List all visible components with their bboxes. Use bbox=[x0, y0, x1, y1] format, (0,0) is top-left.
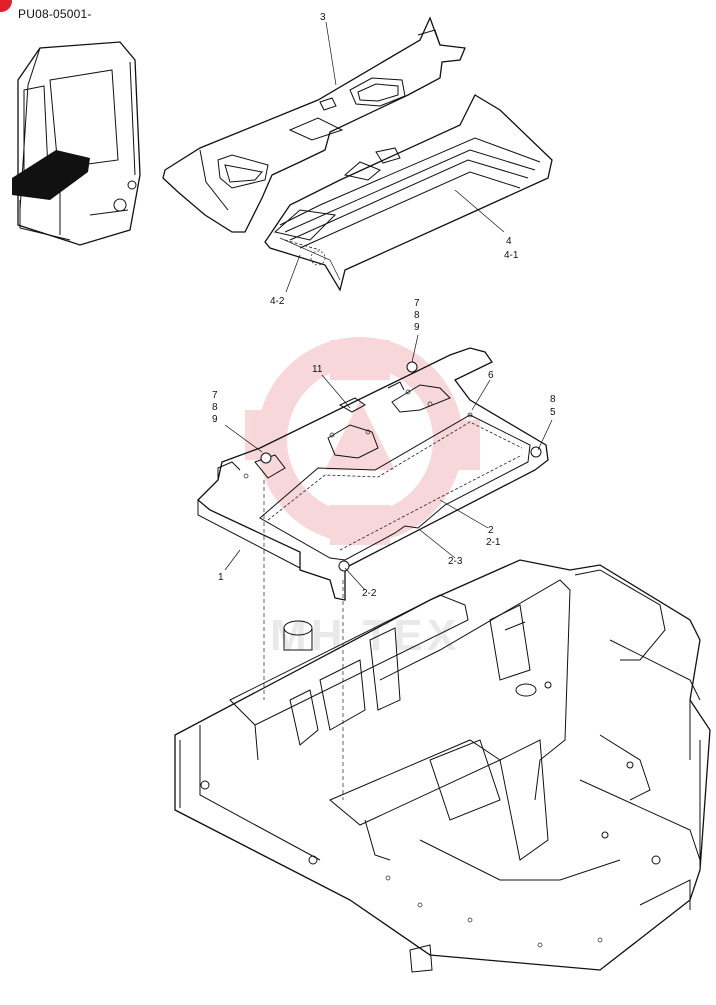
callout-6: 6 bbox=[488, 370, 494, 381]
watermark-text: MH TEX bbox=[270, 611, 460, 660]
callout-7-top: 7 bbox=[414, 298, 420, 309]
floor-mat-part-2 bbox=[259, 412, 542, 572]
floor-cover-part-3 bbox=[162, 16, 466, 233]
machine-cab-thumbnail bbox=[12, 41, 141, 246]
callout-11: 11 bbox=[312, 364, 323, 375]
floor-mat-part-4 bbox=[264, 94, 553, 292]
callout-2-1: 2-1 bbox=[486, 537, 501, 548]
callout-4-2: 4-2 bbox=[270, 296, 285, 307]
callout-8-left: 8 bbox=[212, 402, 218, 413]
callout-1: 1 bbox=[218, 572, 224, 583]
callout-2: 2 bbox=[488, 525, 494, 536]
callout-4: 4 bbox=[506, 236, 512, 247]
callout-4-1: 4-1 bbox=[504, 250, 519, 261]
callout-2-2: 2-2 bbox=[362, 588, 377, 599]
callout-3: 3 bbox=[320, 12, 326, 23]
callout-8-top: 8 bbox=[414, 310, 420, 321]
callout-labels: 3 4 4-1 4-2 7 8 9 11 6 8 5 7 8 9 2 2-1 2… bbox=[212, 12, 556, 599]
callout-9-top: 9 bbox=[414, 322, 420, 333]
machine-frame bbox=[174, 559, 711, 973]
floor-plate-part-1 bbox=[197, 347, 549, 601]
callout-8-right: 8 bbox=[550, 394, 556, 405]
callout-5: 5 bbox=[550, 407, 556, 418]
leader-lines bbox=[224, 21, 553, 591]
callout-9-left: 9 bbox=[212, 414, 218, 425]
alignment-lines bbox=[263, 480, 344, 800]
callout-7-left: 7 bbox=[212, 390, 218, 401]
callout-2-3: 2-3 bbox=[448, 556, 463, 567]
document-code: PU08-05001- bbox=[18, 7, 92, 21]
